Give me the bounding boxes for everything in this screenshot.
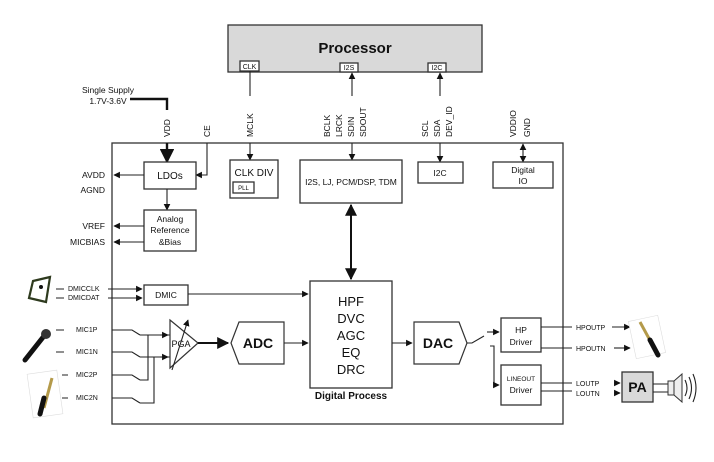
pin-sdout: SDOUT xyxy=(358,107,368,137)
pin-sda: SDA xyxy=(432,119,442,137)
digital-io-label-2: IO xyxy=(519,176,528,186)
pin-mic2p: MIC2P xyxy=(76,372,98,379)
pga-amplifier: PGA xyxy=(169,318,199,371)
processor-port-clk: CLK xyxy=(243,64,257,71)
headphone-jack-icon xyxy=(628,314,666,360)
dmic-label: DMIC xyxy=(155,290,177,300)
processor-port-i2s: I2S xyxy=(344,65,355,72)
ldos-label: LDOs xyxy=(157,171,183,182)
pin-avdd: AVDD xyxy=(82,170,105,180)
hp-label-2: Driver xyxy=(510,337,533,347)
analog-label-3: &Bias xyxy=(159,237,181,247)
dsp-item-eq: EQ xyxy=(342,345,361,360)
digital-process-block xyxy=(309,280,393,389)
dac-block xyxy=(413,321,468,365)
clk-div-label: CLK DIV xyxy=(235,168,274,179)
pa-label: PA xyxy=(628,379,646,395)
dac-label: DAC xyxy=(423,335,453,351)
digital-process-caption: Digital Process xyxy=(315,391,388,402)
pin-gnd: GND xyxy=(522,118,532,137)
pin-dmicclk: DMICCLK xyxy=(68,286,100,293)
pin-vref: VREF xyxy=(82,221,105,231)
dsp-item-hpf: HPF xyxy=(338,294,364,309)
audio-interface-label: I2S, LJ, PCM/DSP, TDM xyxy=(305,177,397,187)
pin-mic1n: MIC1N xyxy=(76,349,98,356)
lineout-label-2: Driver xyxy=(510,385,533,395)
pll-block xyxy=(232,181,255,194)
pll-label: PLL xyxy=(238,186,249,192)
lineout-driver-block xyxy=(500,364,542,406)
pin-micbias: MICBIAS xyxy=(70,237,105,247)
analog-reference-block xyxy=(143,209,197,252)
pin-vddio: VDDIO xyxy=(508,110,518,137)
mic-input-switches xyxy=(112,329,170,404)
microphone-icon xyxy=(22,329,51,363)
analog-label-2: Reference xyxy=(150,225,189,235)
pin-scl: SCL xyxy=(420,120,430,137)
pin-dev-id: DEV_ID xyxy=(444,106,454,137)
adc-label: ADC xyxy=(243,335,273,351)
pin-sdin: SDIN xyxy=(346,117,356,137)
pin-ce: CE xyxy=(202,125,212,137)
pin-bclk: BCLK xyxy=(322,114,332,137)
pin-loutp: LOUTP xyxy=(576,381,600,388)
supply-label-line2: 1.7V-3.6V xyxy=(89,96,127,106)
digital-io-block xyxy=(492,161,554,189)
i2c-label: I2C xyxy=(433,168,446,178)
dmic-block xyxy=(143,284,189,306)
i2c-block xyxy=(417,161,464,184)
pin-lrck: LRCK xyxy=(334,114,344,137)
audio-jack-icon xyxy=(26,369,64,419)
dsp-item-drc: DRC xyxy=(337,362,365,377)
analog-label-1: Analog xyxy=(157,214,184,224)
pin-agnd: AGND xyxy=(80,185,105,195)
pin-mic1p: MIC1P xyxy=(76,327,98,334)
pa-block xyxy=(621,371,654,403)
dsp-item-agc: AGC xyxy=(337,328,365,343)
digital-mic-icon xyxy=(27,275,52,304)
processor-title: Processor xyxy=(318,40,392,57)
dsp-item-dvc: DVC xyxy=(337,311,364,326)
codec-chip-outline xyxy=(111,142,564,425)
digital-io-label-1: Digital xyxy=(511,165,535,175)
pga-label: PGA xyxy=(171,339,190,349)
hp-label-1: HP xyxy=(515,325,527,335)
processor-port-i2c: I2C xyxy=(432,65,443,72)
pin-hpoutp: HPOUTP xyxy=(576,325,606,332)
pin-mic2n: MIC2N xyxy=(76,395,98,402)
pin-dmicdat: DMICDAT xyxy=(68,295,100,302)
hp-driver-block xyxy=(500,317,542,353)
pin-loutn: LOUTN xyxy=(576,391,600,398)
processor-block: Processor CLK I2S I2C xyxy=(227,24,483,73)
pin-hpoutn: HPOUTN xyxy=(576,346,606,353)
pin-vdd: VDD xyxy=(162,119,172,137)
supply-label-line1: Single Supply xyxy=(82,85,135,95)
lineout-label-1: LINEOUT xyxy=(507,376,535,383)
pin-mclk: MCLK xyxy=(245,113,255,137)
speaker-icon xyxy=(653,372,697,404)
audio-interface-block xyxy=(299,159,403,204)
